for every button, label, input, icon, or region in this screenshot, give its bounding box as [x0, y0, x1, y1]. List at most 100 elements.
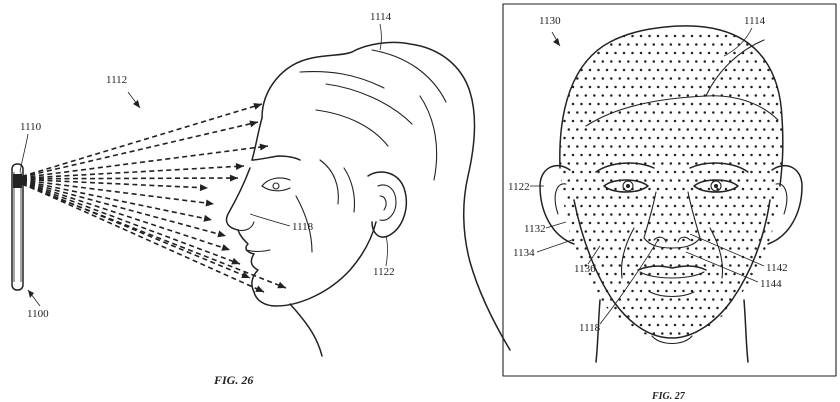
projected-dot	[563, 85, 566, 89]
projected-dot	[622, 119, 626, 123]
projected-dot	[661, 94, 664, 97]
projected-dot	[716, 323, 719, 327]
projected-dot	[644, 281, 647, 284]
projected-dot	[627, 94, 630, 97]
projected-dot	[690, 170, 694, 174]
projected-dot	[597, 238, 600, 242]
projected-dot	[644, 247, 647, 250]
projected-dot	[767, 187, 770, 191]
projected-dot	[669, 128, 673, 131]
projected-dot	[784, 103, 787, 106]
projected-dot	[635, 196, 639, 199]
projected-dot	[741, 272, 745, 276]
projected-dot	[563, 119, 566, 123]
projected-dot	[741, 170, 745, 174]
projected-dot	[750, 85, 753, 89]
projected-dot	[695, 111, 698, 114]
projected-dot	[627, 77, 630, 80]
projected-dot	[669, 315, 673, 318]
projected-dot	[618, 128, 622, 131]
projected-dot	[618, 145, 622, 148]
projected-dot	[661, 179, 664, 182]
projected-dot	[682, 153, 685, 157]
projected-dot	[737, 128, 741, 131]
projected-dot	[763, 94, 766, 97]
projected-dot	[605, 68, 609, 72]
projected-dot	[669, 162, 673, 165]
projected-dot	[741, 204, 745, 208]
projected-dot	[661, 162, 664, 165]
projected-dot	[724, 289, 728, 293]
projected-dot	[563, 289, 566, 293]
projected-dot	[622, 51, 626, 55]
projected-dot	[716, 68, 719, 72]
projected-dot	[618, 77, 622, 80]
projected-dot	[639, 34, 643, 38]
projected-dot	[588, 272, 592, 276]
projected-dot	[656, 34, 660, 38]
projected-dot	[622, 323, 626, 327]
projected-dot	[576, 60, 579, 63]
projected-dot	[775, 170, 779, 174]
projected-dot	[724, 204, 728, 208]
projected-dot	[588, 119, 592, 123]
projected-dot	[724, 68, 728, 72]
projected-dot	[716, 119, 719, 123]
projected-dot	[601, 298, 605, 301]
projected-dot	[652, 94, 656, 97]
projected-dot	[635, 247, 639, 250]
projected-dot	[563, 272, 566, 276]
projected-dot	[644, 94, 647, 97]
projected-dot	[780, 145, 783, 148]
projected-dot	[690, 51, 694, 55]
projected-dot	[648, 136, 651, 140]
projected-dot	[780, 213, 783, 216]
projected-dot	[741, 34, 745, 38]
projected-dot	[686, 43, 690, 46]
projected-dot	[763, 77, 766, 80]
projected-dot	[661, 60, 664, 63]
projected-dot	[555, 103, 558, 106]
projected-dot	[648, 119, 651, 123]
projected-dot	[758, 136, 762, 140]
projected-dot	[682, 221, 685, 225]
projected-dot	[682, 136, 685, 140]
projected-dot	[652, 213, 656, 216]
ref-1142: 1142	[766, 262, 788, 274]
projected-dot	[559, 247, 562, 250]
projected-dot	[716, 221, 719, 225]
projected-dot	[771, 94, 775, 97]
projected-dot	[746, 213, 749, 216]
projected-dot	[678, 213, 681, 216]
projected-dot	[712, 315, 715, 318]
projected-dot	[669, 281, 673, 284]
projected-dot	[597, 34, 600, 38]
projected-dot	[644, 298, 647, 301]
projected-dot	[580, 170, 583, 174]
projected-dot	[584, 43, 588, 46]
projected-dot	[724, 153, 728, 157]
projected-dot	[593, 230, 596, 233]
projected-dot	[682, 289, 685, 293]
projected-dot	[610, 145, 613, 148]
projected-dot	[712, 247, 715, 250]
projected-dot	[707, 272, 711, 276]
projected-dot	[724, 255, 728, 259]
projected-dot	[627, 60, 630, 63]
projection-ray	[21, 179, 215, 205]
ref-pattern: 1112	[106, 74, 127, 86]
projected-dot	[563, 204, 566, 208]
projected-dot	[567, 298, 571, 301]
projected-dot	[576, 145, 579, 148]
projected-dot	[712, 111, 715, 114]
projected-dot	[678, 179, 681, 182]
projected-dot	[559, 213, 562, 216]
projected-dot	[652, 77, 656, 80]
projected-dot	[601, 315, 605, 318]
projected-dot	[686, 145, 690, 148]
projected-dot	[724, 170, 728, 174]
projected-dot	[763, 196, 766, 199]
projected-dot	[746, 77, 749, 80]
projected-dot	[703, 111, 707, 114]
